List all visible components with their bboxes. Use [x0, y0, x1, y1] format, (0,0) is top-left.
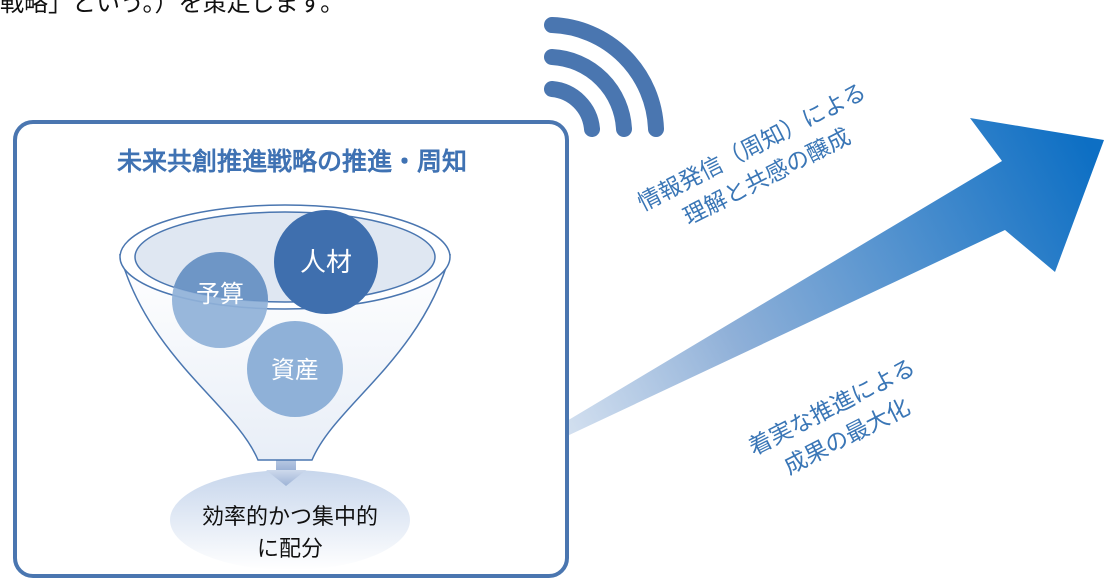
- funnel-diagram: 資産 人材 予算: [119, 204, 451, 570]
- wifi-signal-icon: [544, 17, 664, 137]
- header-text: 戦略」という。）を策定します。: [0, 0, 345, 17]
- circle-jinzai: 人材: [274, 210, 378, 314]
- result-line-2: に配分: [256, 537, 323, 562]
- circle-label-shisan: 資産: [271, 356, 319, 384]
- circle-label-yosan: 予算: [196, 280, 244, 308]
- circle-label-jinzai: 人材: [300, 248, 352, 278]
- result-text: 効率的かつ集中的 に配分: [170, 502, 410, 566]
- result-line-1: 効率的かつ集中的: [201, 505, 378, 530]
- result-ellipse: [170, 470, 410, 570]
- circle-shisan: 資産: [247, 321, 343, 417]
- panel-title: 未来共創推進戦略の推進・周知: [116, 147, 467, 176]
